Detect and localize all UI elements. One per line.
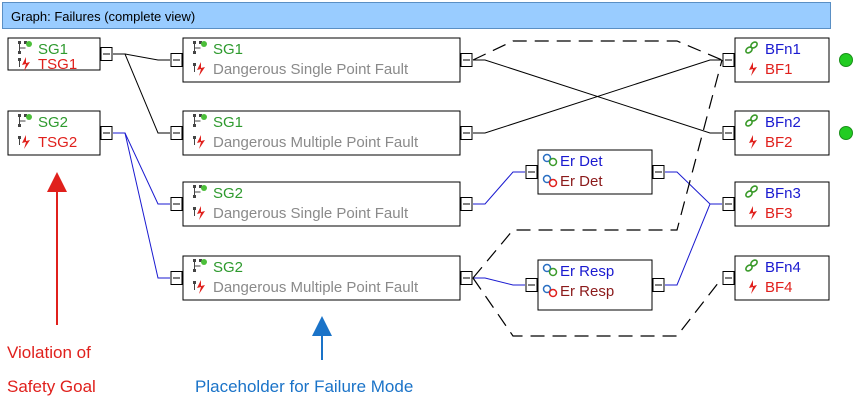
- fault-icon: [749, 206, 757, 220]
- collapse-port-icon[interactable]: [525, 165, 538, 179]
- mech-icon: [542, 284, 558, 298]
- goal-icon: [18, 114, 32, 127]
- fault-icon: [193, 206, 205, 220]
- mech-icon: [542, 263, 558, 277]
- node-label-bottom: TSG1: [38, 56, 77, 73]
- collapse-port-icon[interactable]: [170, 197, 183, 211]
- node-label-top: BFn2: [765, 114, 801, 131]
- node-label-bottom: BF3: [765, 205, 793, 222]
- node-label-top: SG1: [38, 41, 68, 58]
- collapse-port-icon[interactable]: [652, 165, 665, 179]
- collapse-port-icon[interactable]: [170, 126, 183, 140]
- node-label-top: BFn4: [765, 259, 801, 276]
- fault-icon: [193, 280, 205, 294]
- fault-icon: [749, 62, 757, 76]
- node-label-top: BFn1: [765, 41, 801, 58]
- node-label-top: SG2: [213, 259, 243, 276]
- node-label-top: SG2: [38, 114, 68, 131]
- collapse-port-icon[interactable]: [100, 47, 113, 61]
- collapse-port-icon[interactable]: [722, 126, 735, 140]
- edge-m1-b1: [472, 40, 723, 61]
- window-title-bar: Graph: Failures (complete view): [2, 2, 831, 29]
- edge-m3-d1: [473, 171, 525, 205]
- edge-m4-b1: [472, 59, 723, 279]
- goal-icon: [193, 41, 207, 54]
- collapse-port-icon[interactable]: [722, 53, 735, 67]
- edge-g1-m1: [113, 53, 170, 61]
- collapse-port-icon[interactable]: [460, 271, 473, 285]
- node-label-bottom: Er Det: [560, 173, 603, 190]
- goal-icon: [18, 41, 32, 54]
- node-label-top: BFn3: [765, 185, 801, 202]
- node-label-bottom: Dangerous Multiple Point Fault: [213, 134, 419, 151]
- node-label-top: Er Det: [560, 153, 603, 170]
- edge-m2-b1: [473, 59, 722, 134]
- fault-icon: [749, 135, 757, 149]
- edge-m4-d2: [473, 277, 525, 286]
- status-ok-icon: [839, 126, 853, 140]
- node-label-bottom: Dangerous Single Point Fault: [213, 61, 409, 78]
- fault-icon: [18, 135, 30, 149]
- window-title: Graph: Failures (complete view): [11, 9, 196, 24]
- goal-icon: [193, 259, 207, 272]
- collapse-port-icon[interactable]: [652, 278, 665, 292]
- status-ok-icon: [839, 53, 853, 67]
- node-label-bottom: Er Resp: [560, 283, 614, 300]
- link-icon: [745, 41, 758, 54]
- node-label-top: SG1: [213, 114, 243, 131]
- link-icon: [745, 185, 758, 198]
- node-d1[interactable]: Er Det Er Det: [525, 149, 665, 195]
- collapse-port-icon[interactable]: [460, 53, 473, 67]
- node-label-top: SG2: [213, 185, 243, 202]
- node-label-top: Er Resp: [560, 263, 614, 280]
- collapse-port-icon[interactable]: [170, 271, 183, 285]
- collapse-port-icon[interactable]: [460, 197, 473, 211]
- collapse-port-icon[interactable]: [460, 126, 473, 140]
- node-label-bottom: TSG2: [38, 134, 77, 151]
- node-label-bottom: Dangerous Multiple Point Fault: [213, 279, 419, 296]
- node-label-bottom: BF2: [765, 134, 793, 151]
- link-icon: [745, 259, 758, 272]
- node-label-bottom: BF4: [765, 279, 793, 296]
- collapse-port-icon[interactable]: [170, 53, 183, 67]
- goal-icon: [193, 114, 207, 127]
- fault-icon: [193, 135, 205, 149]
- fault-icon: [749, 280, 757, 294]
- node-d2[interactable]: Er Resp Er Resp: [525, 259, 665, 311]
- collapse-port-icon[interactable]: [525, 278, 538, 292]
- node-label-bottom: Dangerous Single Point Fault: [213, 205, 409, 222]
- annotation-violation-line1: Violation of: [7, 343, 91, 362]
- node-label-bottom: BF1: [765, 61, 793, 78]
- edge-g2-m4: [113, 132, 170, 279]
- edge-d2-b3: [665, 203, 722, 286]
- annotation-failure-mode: Placeholder for Failure Mode: [195, 377, 414, 396]
- fault-icon: [193, 62, 205, 76]
- collapse-port-icon[interactable]: [100, 126, 113, 140]
- collapse-port-icon[interactable]: [722, 271, 735, 285]
- edge-g2-m3: [113, 132, 170, 205]
- node-label-top: SG1: [213, 41, 243, 58]
- annotation-violation-line2: Safety Goal: [7, 377, 96, 396]
- edge-g1-m2: [113, 53, 170, 134]
- mech-icon: [542, 153, 558, 167]
- edge-m4-b4: [472, 277, 723, 337]
- collapse-port-icon[interactable]: [722, 197, 735, 211]
- fault-icon: [18, 57, 30, 71]
- edge-d1-b3: [665, 171, 722, 205]
- link-icon: [745, 114, 758, 127]
- mech-icon: [542, 174, 558, 188]
- goal-icon: [193, 185, 207, 198]
